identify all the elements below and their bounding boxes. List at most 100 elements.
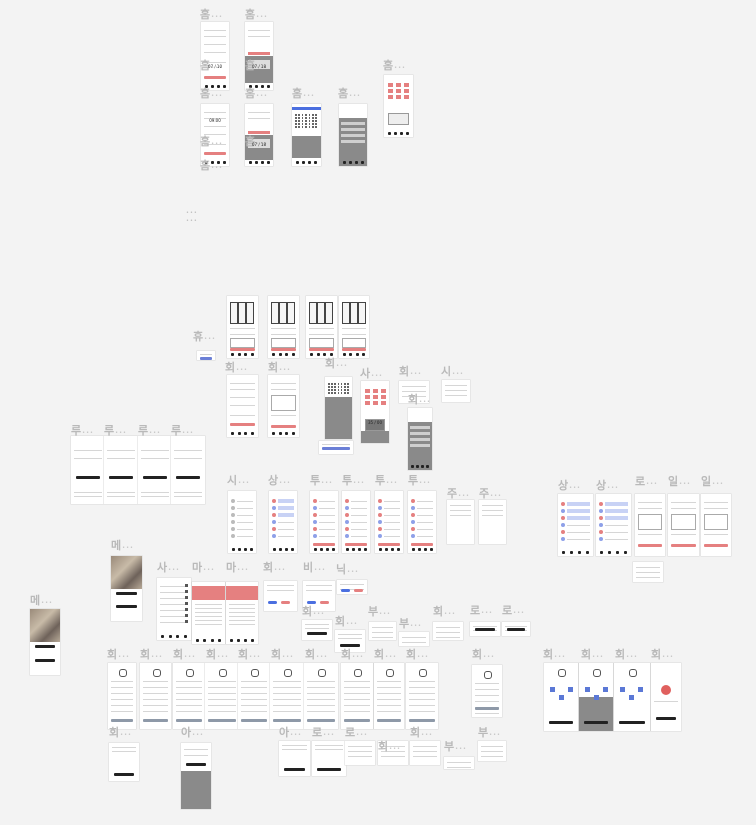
primary-button[interactable] (322, 447, 350, 450)
action-button[interactable] (114, 773, 134, 776)
tab-icon[interactable] (393, 132, 397, 135)
option-row[interactable] (341, 128, 365, 131)
calendar-day[interactable] (312, 120, 314, 122)
tab-icon[interactable] (585, 551, 589, 554)
tab-bar[interactable] (410, 465, 430, 468)
action-button[interactable] (116, 605, 137, 608)
calendar-day[interactable] (305, 126, 307, 128)
screen-frame[interactable] (447, 500, 474, 544)
calendar-day[interactable] (312, 117, 314, 119)
tab-icon[interactable] (237, 639, 240, 642)
grid-cell[interactable] (381, 401, 386, 405)
calendar-day[interactable] (308, 120, 311, 122)
tab-icon[interactable] (308, 161, 312, 164)
screen-frame[interactable] (310, 491, 338, 553)
screen-frame[interactable] (345, 741, 375, 765)
screen-frame[interactable] (558, 494, 593, 556)
calendar-day[interactable] (312, 114, 314, 116)
list-item[interactable] (384, 501, 400, 502)
tab-icon[interactable] (244, 432, 248, 435)
tab-icon[interactable] (204, 85, 208, 88)
tab-icon[interactable] (292, 432, 296, 435)
tab-bar[interactable] (312, 548, 336, 551)
input-box[interactable] (342, 338, 366, 348)
calendar-day[interactable] (340, 389, 343, 391)
screen-frame[interactable] (335, 630, 365, 652)
screen-frame[interactable] (245, 104, 273, 166)
calendar-day[interactable] (315, 123, 317, 125)
screen-frame[interactable] (374, 663, 404, 729)
screen-frame[interactable] (104, 436, 138, 504)
grid-cell[interactable] (365, 389, 370, 393)
list-item[interactable] (417, 536, 433, 537)
screen-frame[interactable] (399, 381, 429, 403)
action-button[interactable] (344, 719, 370, 722)
tab-icon[interactable] (345, 548, 349, 551)
tab-bar[interactable] (341, 161, 365, 164)
calendar-day[interactable] (331, 383, 333, 385)
list-item[interactable] (567, 532, 590, 533)
list-item[interactable] (384, 522, 400, 523)
tab-bar[interactable] (270, 432, 297, 435)
primary-button[interactable] (309, 348, 334, 351)
grid-cell[interactable] (396, 83, 401, 87)
tab-icon[interactable] (562, 551, 566, 554)
pill-button[interactable] (354, 589, 363, 592)
tab-icon[interactable] (243, 548, 247, 551)
list-item-icon[interactable] (185, 602, 188, 605)
tab-icon[interactable] (390, 548, 394, 551)
calendar-day[interactable] (315, 120, 317, 122)
tab-icon[interactable] (204, 161, 208, 164)
screen-frame[interactable] (410, 741, 440, 765)
tab-icon[interactable] (314, 161, 318, 164)
selected-row[interactable] (605, 502, 628, 506)
tab-icon[interactable] (292, 353, 296, 356)
tab-icon[interactable] (416, 465, 419, 468)
screen-frame[interactable] (138, 436, 172, 504)
tab-bar[interactable] (410, 548, 434, 551)
list-item[interactable] (351, 522, 367, 523)
avatar[interactable] (593, 669, 601, 677)
list-item[interactable] (319, 515, 335, 516)
tab-icon[interactable] (319, 548, 323, 551)
tab-bar[interactable] (229, 353, 256, 356)
screen-frame[interactable] (337, 580, 367, 594)
screen-frame[interactable] (302, 620, 332, 640)
list-item-icon[interactable] (185, 608, 188, 611)
action-button[interactable] (584, 721, 608, 724)
action-button[interactable] (549, 721, 573, 724)
tab-icon[interactable] (284, 548, 288, 551)
tab-icon[interactable] (354, 161, 358, 164)
screen-frame[interactable] (245, 22, 273, 90)
list-item-icon[interactable] (185, 614, 188, 617)
screen-frame[interactable] (228, 491, 256, 553)
list-item[interactable] (384, 536, 400, 537)
grid-cell[interactable] (381, 395, 386, 399)
tab-bar[interactable] (271, 548, 295, 551)
tab-icon[interactable] (266, 161, 270, 164)
list-item[interactable] (605, 532, 628, 533)
action-button[interactable] (176, 476, 200, 479)
tab-icon[interactable] (244, 639, 247, 642)
calendar-day[interactable] (295, 117, 297, 119)
tab-icon[interactable] (570, 551, 574, 554)
tab-bar[interactable] (377, 548, 401, 551)
screen-frame[interactable] (226, 582, 258, 644)
list-item[interactable] (384, 529, 400, 530)
option-row[interactable] (341, 140, 365, 143)
selection-tile[interactable] (559, 695, 564, 700)
calendar-day[interactable] (334, 389, 336, 391)
calendar-day[interactable] (298, 120, 300, 122)
selection-tile[interactable] (568, 687, 573, 692)
tab-icon[interactable] (600, 551, 604, 554)
screen-frame[interactable] (192, 582, 225, 644)
tab-icon[interactable] (237, 432, 241, 435)
screen-frame[interactable] (596, 494, 631, 556)
action-button[interactable] (143, 719, 168, 722)
camera-slot[interactable] (309, 302, 317, 324)
screen-frame[interactable] (635, 494, 665, 556)
screen-frame[interactable] (544, 663, 578, 731)
time-card[interactable] (388, 113, 409, 125)
tab-icon[interactable] (168, 635, 172, 638)
camera-slot[interactable] (342, 302, 350, 324)
